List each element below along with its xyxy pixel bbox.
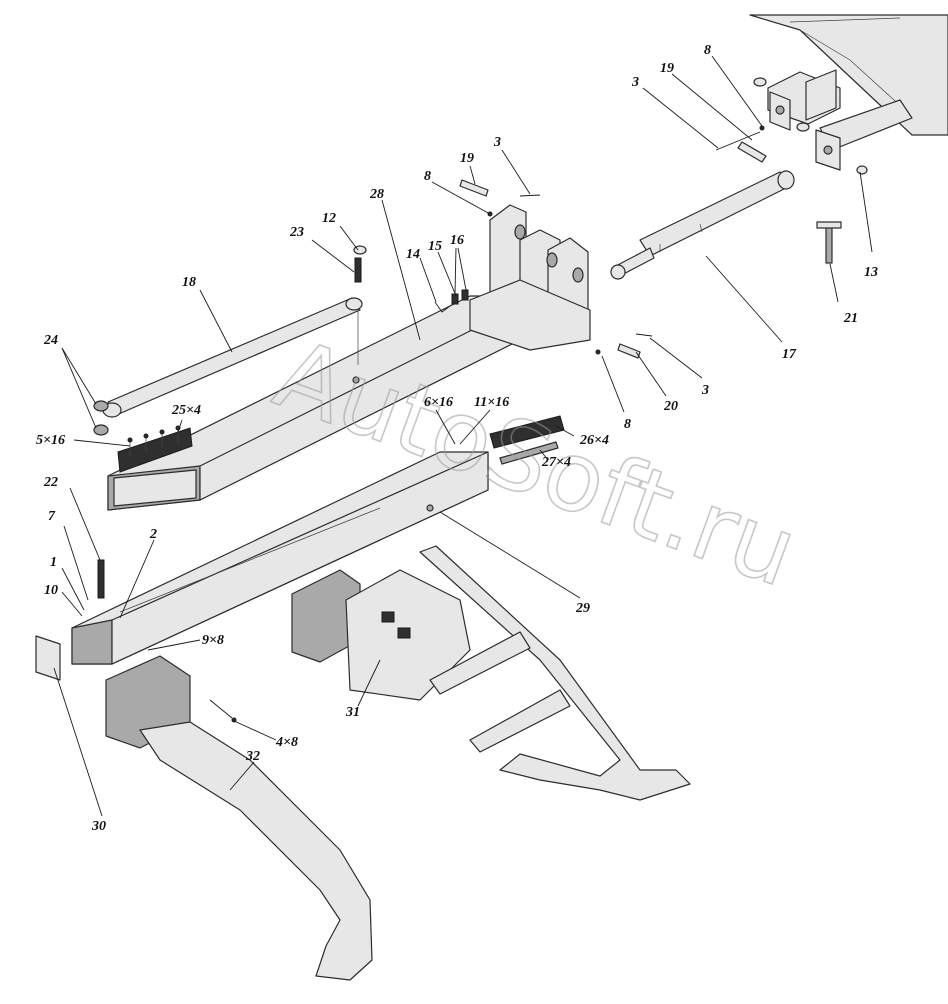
callout-22: 22 [43, 475, 58, 490]
pin-22 [97, 559, 105, 599]
callout-5x16: 5×16 [36, 433, 65, 448]
callout-7: 7 [48, 509, 56, 524]
callout-11x16: 11×16 [474, 395, 509, 410]
callout-17: 17 [782, 347, 797, 362]
callout-23: 23 [289, 225, 304, 240]
upper-bracket [469, 204, 591, 351]
beam-28 [107, 295, 541, 511]
callout-20: 20 [663, 399, 678, 414]
end-plate-30 [35, 635, 61, 681]
callout-24: 24 [43, 333, 58, 348]
callout-19: 19 [460, 151, 474, 166]
callout-3: 3 [493, 135, 501, 150]
callout-8: 8 [704, 43, 711, 58]
callout-4x8: 4×8 [275, 735, 298, 750]
callout-3: 3 [701, 383, 709, 398]
callout-25x4: 25×4 [171, 403, 201, 418]
callout-32: 32 [245, 749, 260, 764]
pin-21 [816, 221, 842, 264]
callout-10: 10 [44, 583, 58, 598]
watermark-text: AutoSoft.ru [262, 318, 811, 609]
callout-9x8: 9×8 [202, 633, 224, 648]
callout-21: 21 [843, 311, 858, 326]
bolt-4 [209, 699, 237, 723]
callout-12: 12 [322, 211, 336, 226]
hydraulic-cylinder-17 [610, 170, 795, 280]
callout-14: 14 [406, 247, 420, 262]
callout-3: 3 [631, 75, 639, 90]
callout-27x4: 27×4 [541, 455, 571, 470]
callout-28: 28 [369, 187, 384, 202]
callout-29: 29 [575, 601, 590, 616]
support-32 [105, 655, 373, 981]
callout-30: 30 [91, 819, 106, 834]
callout-18: 18 [182, 275, 196, 290]
callout-8: 8 [424, 169, 431, 184]
pins-upper [459, 125, 767, 359]
callout-15: 15 [428, 239, 442, 254]
callout-6x16: 6×16 [424, 395, 453, 410]
callout-2: 2 [149, 527, 157, 542]
wear-plate-25 [117, 425, 193, 473]
mount-brackets [753, 69, 913, 175]
washers-24 [93, 400, 109, 436]
callout-labels: 3 19 8 19 3 8 28 23 12 14 15 16 13 21 17… [36, 43, 878, 834]
link-rod-18 [102, 297, 363, 418]
callout-19: 19 [660, 61, 674, 76]
callout-16: 16 [450, 233, 464, 248]
callout-1: 1 [50, 555, 57, 570]
callout-31: 31 [345, 705, 360, 720]
support-31 [291, 545, 691, 801]
callout-26x4: 26×4 [579, 433, 609, 448]
beam-29 [71, 451, 489, 665]
leader-lines [53, 55, 873, 817]
callout-13: 13 [864, 265, 878, 280]
callout-8: 8 [624, 417, 631, 432]
plate-26-strip-27 [489, 415, 565, 465]
